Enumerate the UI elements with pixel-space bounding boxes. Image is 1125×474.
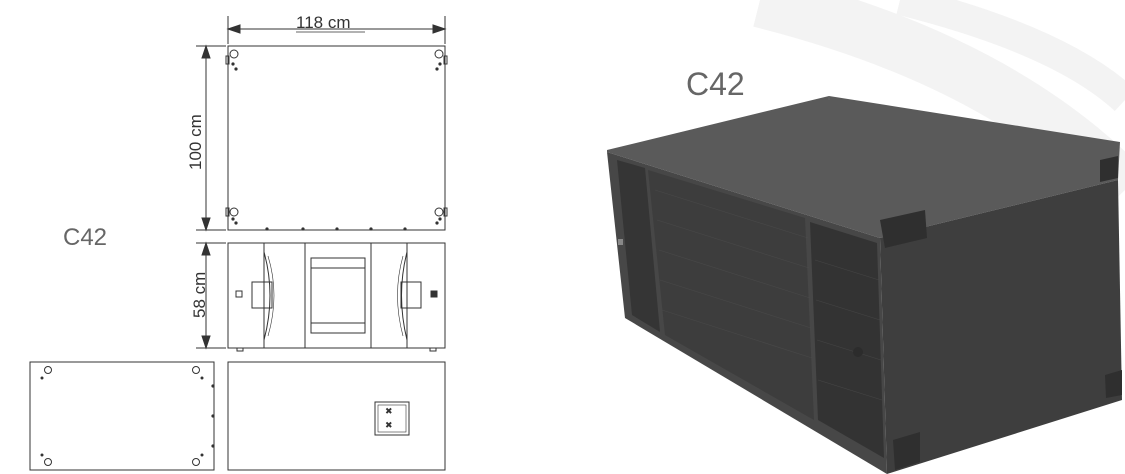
side-view bbox=[29, 361, 215, 471]
rear-view: ✖ ✖ bbox=[227, 361, 446, 471]
svg-text:✖: ✖ bbox=[385, 421, 393, 431]
product-model-label: C42 bbox=[686, 66, 745, 102]
width-label: 118 cm bbox=[296, 13, 351, 32]
front-view bbox=[227, 242, 446, 352]
depth-dimension bbox=[196, 44, 226, 232]
drawing-model-label: C42 bbox=[63, 224, 108, 251]
top-view bbox=[225, 45, 448, 231]
height-label: 58 cm bbox=[190, 271, 209, 318]
depth-label: 100 cm bbox=[186, 114, 205, 170]
svg-text:✖: ✖ bbox=[385, 407, 393, 417]
width-dimension bbox=[226, 16, 447, 44]
product-render bbox=[607, 96, 1122, 474]
height-dimension bbox=[196, 241, 226, 350]
